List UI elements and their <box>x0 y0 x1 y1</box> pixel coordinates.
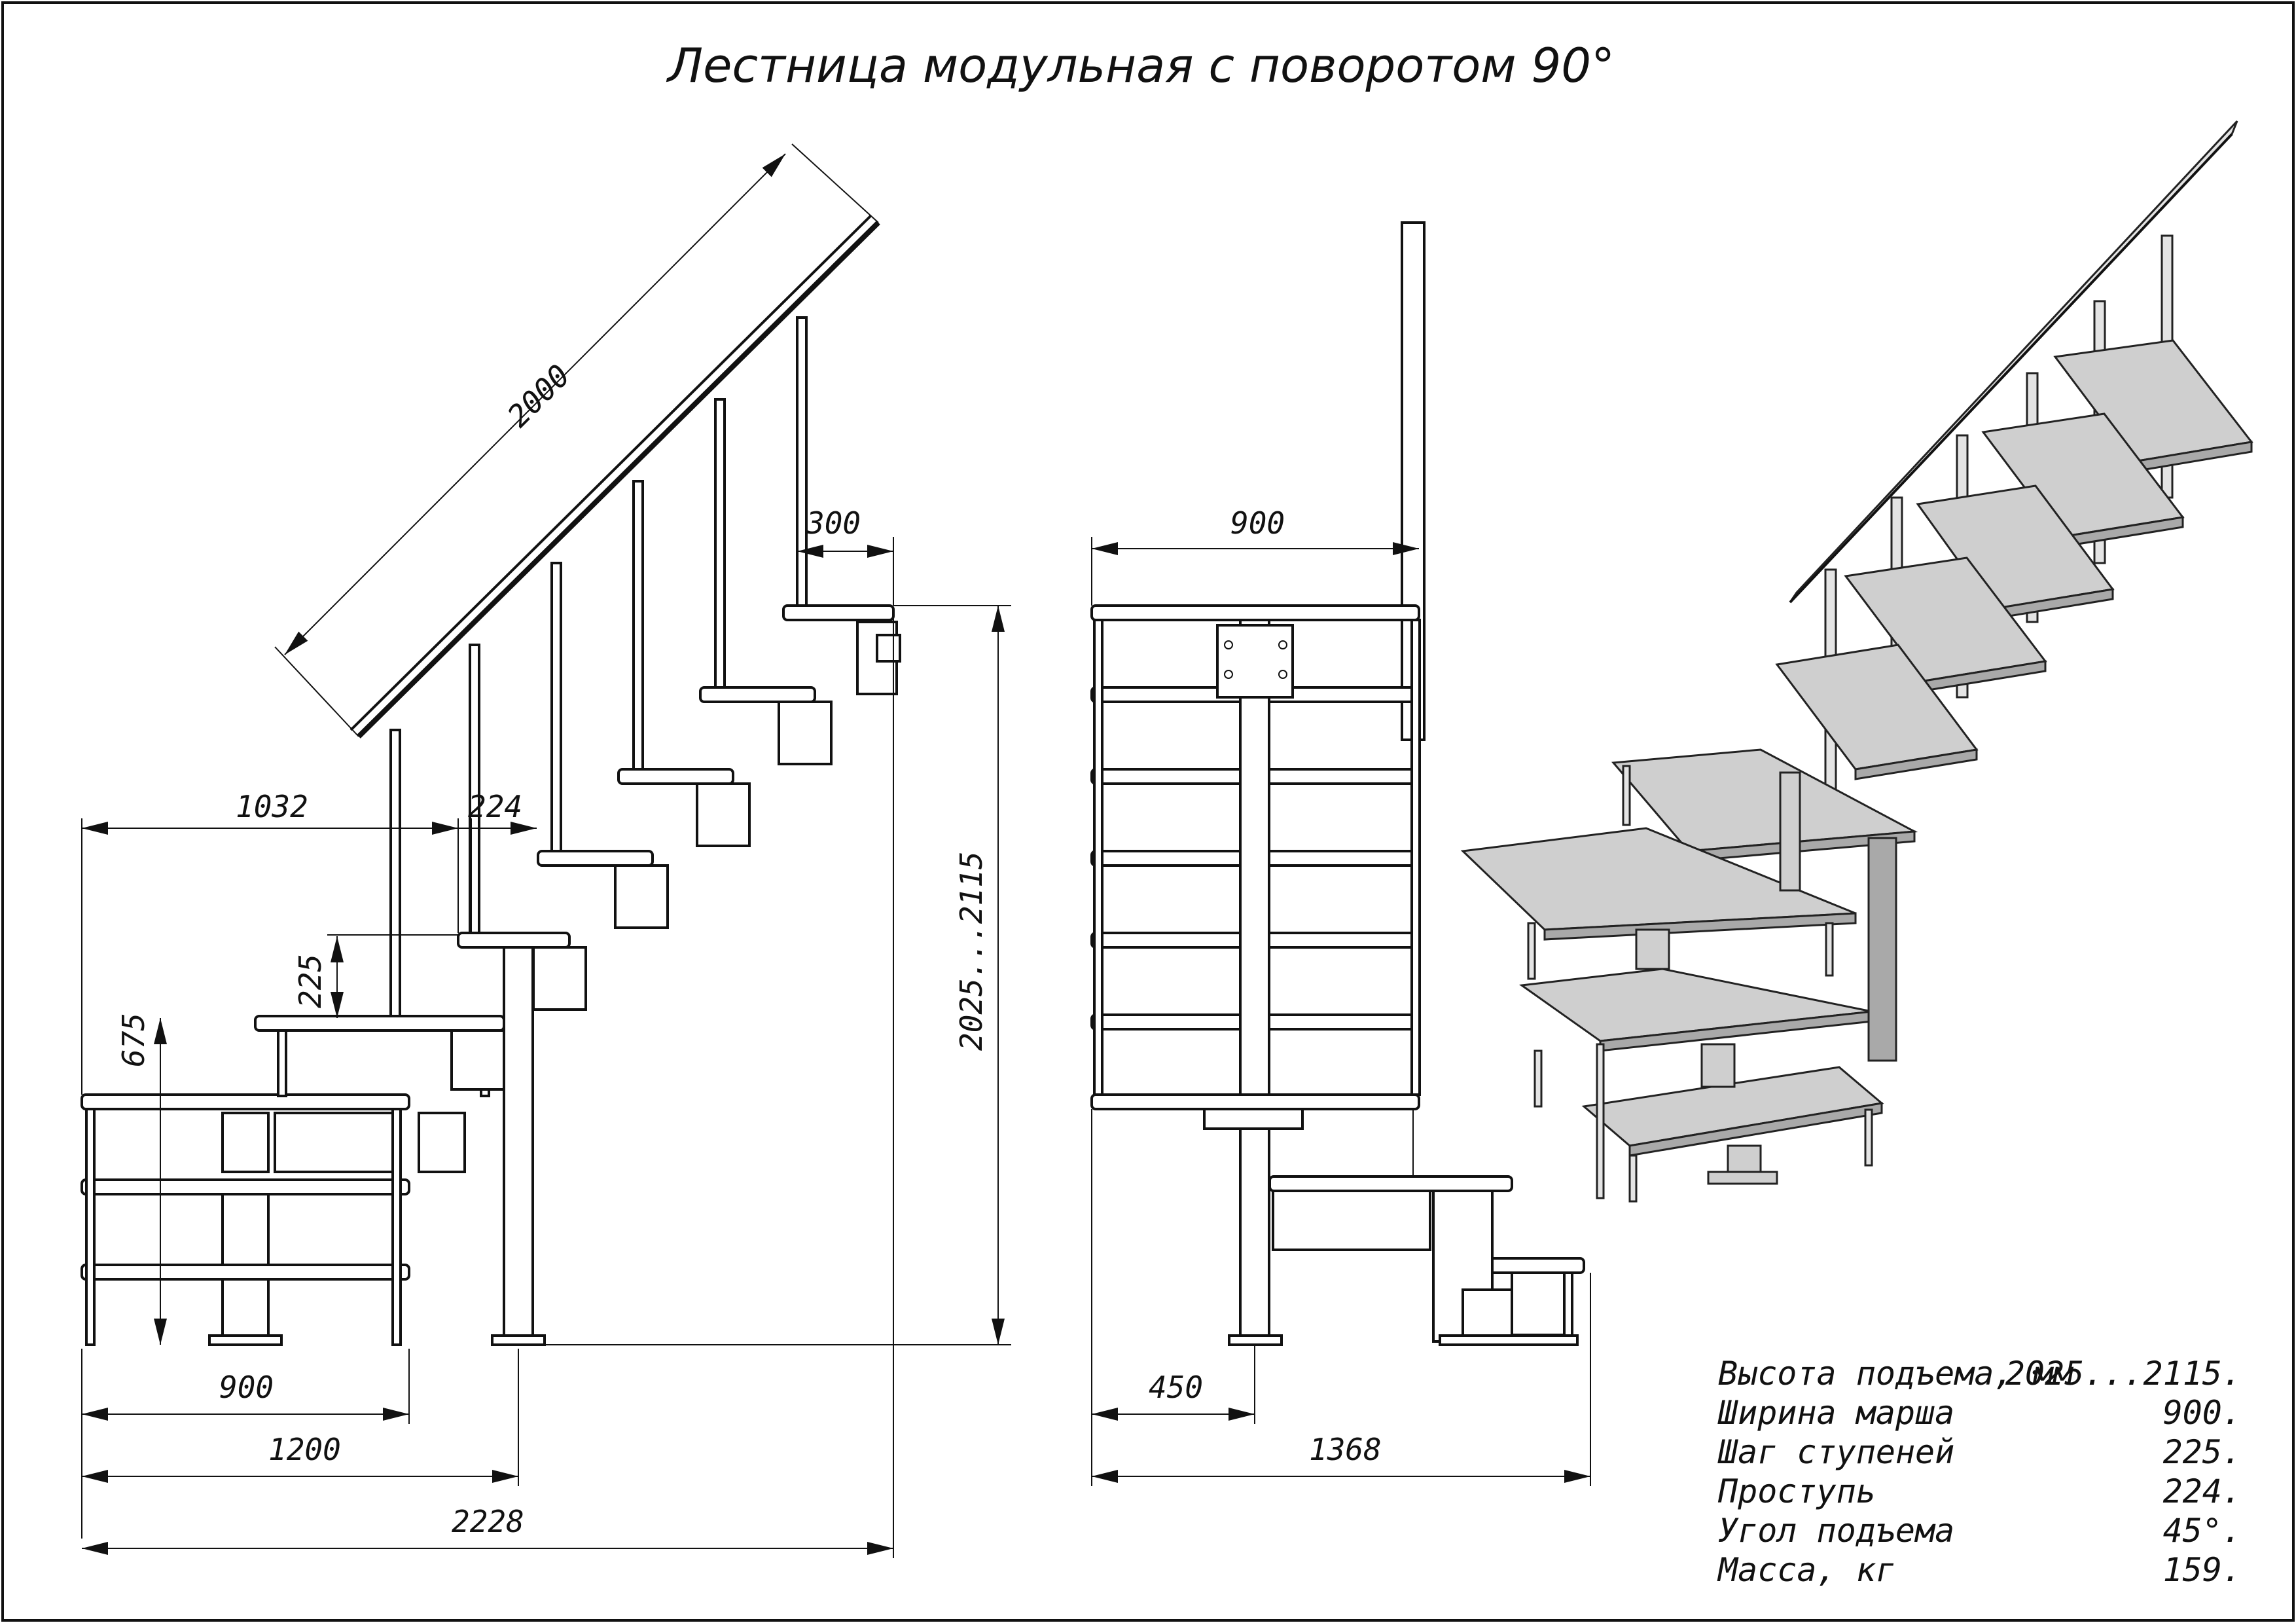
dim-offset-bottom: 450 <box>1149 1370 1203 1405</box>
spec-label-mass: Масса, кг <box>1717 1551 1895 1589</box>
specifications-table: Высота подъема, мм 2025...2115. Ширина м… <box>1717 1355 2242 1589</box>
dim-run-1200: 1200 <box>268 1432 341 1467</box>
iso-handrail <box>1789 120 2238 604</box>
dim-total-width: 1368 <box>1309 1432 1382 1467</box>
dim-width-top: 900 <box>1230 505 1285 541</box>
spec-value-mass: 159. <box>2163 1551 2242 1589</box>
step-modules <box>418 621 901 1173</box>
iso-legs <box>1527 765 1873 1203</box>
dim-run-upper: 1032 <box>236 789 308 824</box>
iso-winders <box>1460 748 1918 1157</box>
front-column <box>1093 619 1421 1346</box>
main-column <box>491 946 546 1346</box>
dim-going: 224 <box>468 789 522 824</box>
iso-columns <box>1635 771 1897 1185</box>
spec-value-going: 224. <box>2163 1472 2242 1510</box>
spec-label-going: Проступь <box>1717 1472 1876 1510</box>
front-view: 900 450 1368 <box>1090 221 1591 1486</box>
dim-landing-height: 675 <box>116 1013 151 1067</box>
spec-value-angle: 45°. <box>2163 1512 2242 1550</box>
dim-width-bottom: 900 <box>219 1370 274 1405</box>
dim-tread-depth-top: 300 <box>806 505 861 541</box>
spec-label-step: Шаг ступеней <box>1717 1433 1954 1471</box>
side-view: 2000 300 1032 224 225 675 <box>81 143 1011 1558</box>
treads <box>81 604 895 1281</box>
spec-value-width: 900. <box>2163 1394 2242 1432</box>
spec-label-width: Ширина марша <box>1717 1394 1954 1432</box>
front-treads <box>1090 604 1585 1274</box>
drawing-title: Лестница модульная с поворотом 90° <box>666 38 1615 93</box>
dim-rail-length: 2000 <box>501 357 577 434</box>
spec-label-height: Высота подъема, мм <box>1718 1355 2074 1393</box>
dim-total-length: 2228 <box>452 1504 524 1539</box>
balusters <box>389 316 808 1026</box>
spec-label-angle: Угол подъема <box>1718 1512 1954 1550</box>
spec-value-height: 2025...2115. <box>2005 1355 2242 1393</box>
front-lower-modules <box>1272 1190 1579 1346</box>
spec-value-step: 225. <box>2163 1433 2242 1471</box>
dim-rise: 225 <box>293 954 328 1008</box>
landing-supports <box>85 1029 490 1346</box>
dimensions-front: 900 450 1368 <box>1091 505 1591 1486</box>
isometric-view <box>1460 120 2253 1203</box>
iso-upper-steps <box>1775 339 2253 780</box>
dim-total-height: 2025...2115 <box>954 851 989 1051</box>
